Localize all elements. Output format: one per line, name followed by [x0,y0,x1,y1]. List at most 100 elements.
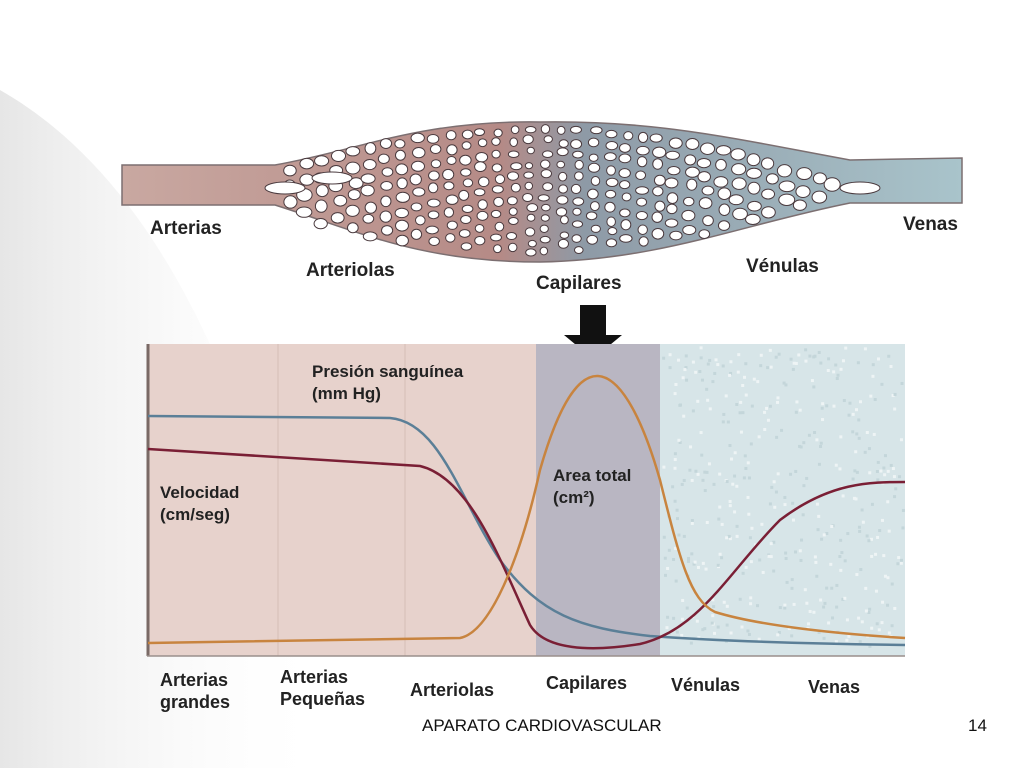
capillary-cell [299,157,315,170]
capillary-cell [524,162,534,170]
texture-dot [820,406,824,410]
capillary-cell [669,230,683,241]
capillary-cell [558,184,568,194]
texture-dot [893,495,897,499]
capillary-cell [557,238,569,249]
capillary-cell [636,156,648,168]
capillary-cell [395,163,409,176]
texture-dot [896,562,900,566]
texture-dot [706,362,710,366]
label-presion: Presión sanguínea (mm Hg) [312,361,463,405]
texture-dot [821,402,825,406]
capillary-cell [540,169,552,179]
capillary-cell [510,162,523,171]
capillary-cell [478,176,490,188]
capillary-cell [603,152,617,162]
capillary-cell [493,128,503,138]
texture-dot [803,588,807,592]
capillary-cell [362,213,375,224]
texture-dot [700,453,704,457]
texture-dot [776,396,780,400]
capillary-cell [745,213,761,226]
capillary-cell [715,158,727,171]
texture-dot [721,420,725,424]
capillary-cell [558,139,569,148]
texture-dot [869,394,873,398]
texture-dot [901,508,905,512]
curve-presion-sanguinea [147,414,906,647]
capillary-cell [556,160,566,169]
texture-dot [712,482,716,486]
texture-dot [865,534,869,538]
capillary-cell [652,146,667,159]
texture-dot [690,521,694,525]
texture-dot [708,407,712,411]
texture-dot [692,562,696,566]
capillary-cell [474,128,485,137]
capillary-cell [540,214,550,222]
capillary-cell [506,171,520,181]
capillary-cell [570,139,583,150]
texture-dot [701,561,705,565]
texture-dot [720,556,724,560]
texture-dot [767,554,771,558]
texture-dot [817,514,821,518]
capillary-cell [542,150,554,158]
texture-dot [696,565,700,569]
texture-dot [784,551,788,555]
capillary-cell [474,224,485,233]
texture-dot [836,373,840,377]
capillary-cell [776,164,793,178]
capillary-cell [395,219,409,232]
texture-dot [854,497,858,501]
texture-dot [774,490,778,494]
texture-dot [672,616,676,620]
texture-dot [769,555,773,559]
capillary-cell [730,148,746,161]
texture-dot [725,604,729,608]
texture-dot [843,596,847,600]
texture-dot [795,400,799,404]
texture-dot [721,364,725,368]
texture-dot [882,466,886,470]
texture-dot [705,520,709,524]
texture-dot [817,630,821,634]
texture-dot [787,627,791,631]
capillary-cell [409,173,422,186]
texture-dot [847,634,851,638]
texture-dot [804,359,808,363]
texture-dot [744,393,748,397]
capillary-cell [491,149,501,159]
texture-dot [675,630,679,634]
texture-dot [662,535,666,539]
texture-dot [725,480,729,484]
texture-dot [750,526,754,530]
capillary-cell [718,203,731,216]
capillary-cell [460,242,473,251]
capillary-cell [585,211,598,221]
texture-dot [842,399,846,403]
capillary-cell [315,184,329,198]
texture-dot [729,360,733,364]
capillary-cell [606,165,616,176]
texture-dot [673,458,677,462]
capillary-cell [590,176,601,186]
texture-dot [696,472,700,476]
capillary-cell [761,188,776,200]
texture-dot [799,445,803,449]
capillary-cell [571,220,584,228]
capillary-cell [697,171,711,183]
capillary-cell [558,171,568,182]
capillary-cell [635,211,648,221]
texture-dot [680,482,684,486]
texture-dot [716,563,720,567]
capillary-cell [702,215,714,227]
label-area-line1: Area total [553,466,632,485]
texture-dot [698,370,702,374]
texture-dot [843,559,847,563]
texture-dot [747,632,751,636]
texture-dot [735,403,739,407]
capillary-cell [607,227,618,236]
texture-dot [766,418,770,422]
